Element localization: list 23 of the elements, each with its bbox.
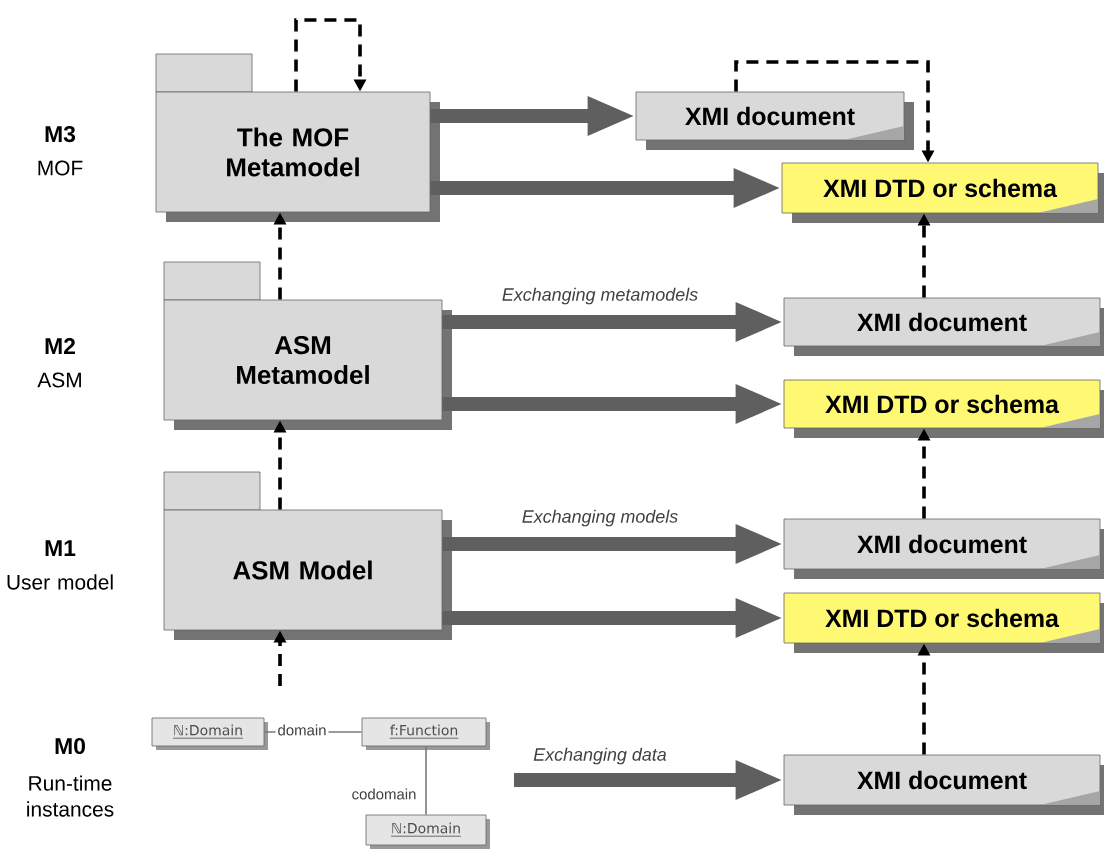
schema-box: XMI DTD or schema (783, 592, 1104, 653)
level-label: User model (7, 574, 113, 590)
level-label: MOF (38, 160, 83, 176)
document-box: XMI document (783, 518, 1104, 579)
level-label: M3 (45, 125, 76, 143)
schema-box: XMI DTD or schema (783, 379, 1104, 438)
package-box: The MOF Metamodel (155, 53, 440, 222)
dashed-arrow (294, 18, 367, 92)
document-box: XMI document (783, 754, 1104, 815)
level-label: M2 (45, 338, 75, 354)
edge-label: Exchanging metamodels (499, 285, 701, 307)
edge-label: Exchanging models (519, 507, 681, 529)
document-box: XMI document (635, 91, 914, 150)
level-label: Run-time instances (27, 775, 114, 817)
schema-box: XMI DTD or schema (781, 162, 1104, 223)
level-label: M0 (55, 737, 85, 755)
edge-label: Exchanging data (531, 745, 669, 767)
level-label: ASM (37, 372, 81, 388)
document-box: XMI document (783, 297, 1104, 356)
package-box: ASM Model (163, 471, 452, 640)
package-box: ASM Metamodel (163, 261, 452, 430)
line (425, 745, 427, 816)
level-label: M1 (45, 540, 76, 556)
